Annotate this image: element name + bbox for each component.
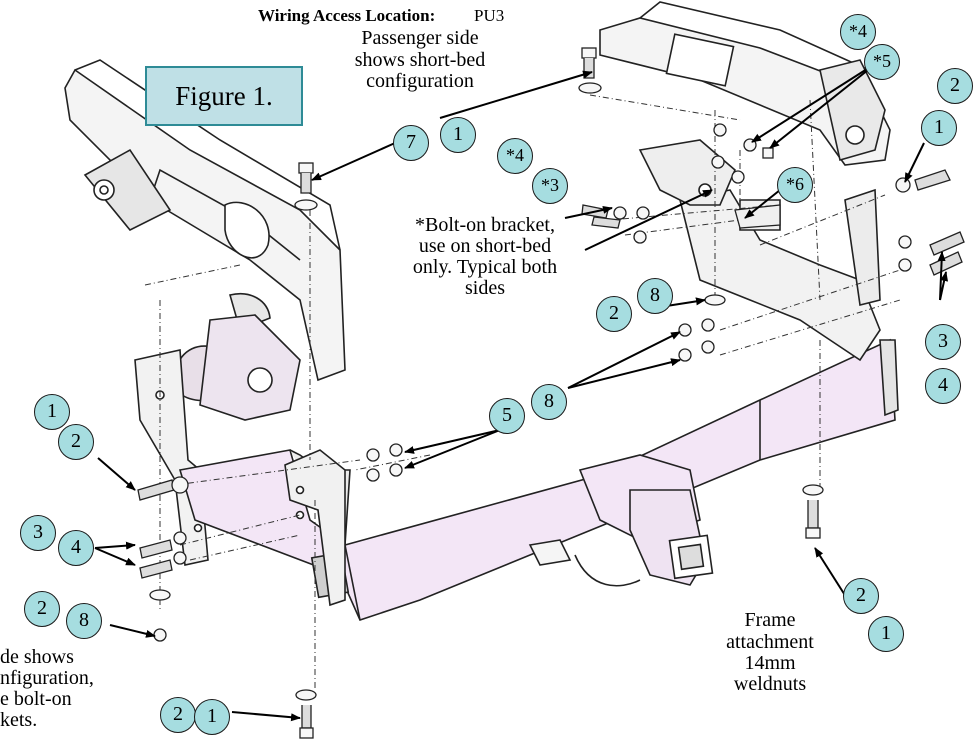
callout-3-left: 3 [20, 515, 56, 551]
left-frame-rail [64, 59, 346, 421]
callout-1-top: 1 [440, 117, 476, 153]
callout-5-low: 5 [489, 398, 525, 434]
driver-note-line4: kets. [0, 709, 38, 731]
wiring-access-value: PU3 [474, 6, 505, 25]
wiring-access-label: Wiring Access Location: [258, 6, 436, 25]
passenger-note-line1: Passenger side [361, 27, 479, 49]
bracket-note-line1: *Bolt-on bracket, [415, 214, 555, 236]
driver-note-line3: e bolt-on [0, 688, 72, 710]
callout-star4-mid: *4 [497, 138, 533, 174]
callout-star4-top: *4 [840, 14, 876, 50]
callout-2-right: 2 [937, 68, 973, 104]
callout-8-low: 8 [531, 384, 567, 420]
callout-2-left: 2 [58, 424, 94, 460]
frame-note-line1: Frame [744, 609, 796, 631]
callout-star6: *6 [777, 167, 813, 203]
callout-star5-top: *5 [864, 44, 900, 80]
callout-4-left: 4 [58, 530, 94, 566]
passenger-note-line3: configuration [366, 70, 474, 92]
passenger-note-line2: shows short-bed [354, 49, 486, 71]
callout-1-bottom: 1 [194, 699, 230, 735]
callout-7: 7 [393, 125, 429, 161]
fasteners [137, 47, 965, 739]
callout-2-frame: 2 [843, 578, 879, 614]
right-frame-rail [599, 1, 891, 166]
callout-1-left: 1 [34, 394, 70, 430]
callout-2-lowleft: 2 [24, 591, 60, 627]
callout-1-frame: 1 [868, 616, 904, 652]
leader-arrows [94, 61, 949, 722]
callout-2-mid: 2 [596, 296, 632, 332]
assembly-centerlines [144, 94, 901, 690]
callout-4-right: 4 [925, 368, 961, 404]
receiver-tube [528, 454, 714, 587]
bracket-note-line3: only. Typical both [412, 256, 558, 278]
bracket-note-line2: use on short-bed [418, 235, 552, 257]
callout-star3-mid: *3 [532, 168, 568, 204]
driver-note-line2: nfiguration, [0, 667, 94, 689]
callout-3-right: 3 [925, 324, 961, 360]
callout-1-right: 1 [921, 110, 957, 146]
driver-note-line1: de shows [0, 646, 74, 668]
callout-8-mid: 8 [637, 278, 673, 314]
callout-8-lowleft: 8 [66, 603, 102, 639]
callout-2-bottom: 2 [160, 697, 196, 733]
bracket-note-line4: sides [465, 277, 505, 299]
frame-note-line3: 14mm [744, 652, 796, 674]
figure-label: Figure 1. [145, 66, 303, 126]
frame-note-line2: attachment [726, 631, 814, 653]
frame-note-line4: weldnuts [733, 673, 807, 695]
